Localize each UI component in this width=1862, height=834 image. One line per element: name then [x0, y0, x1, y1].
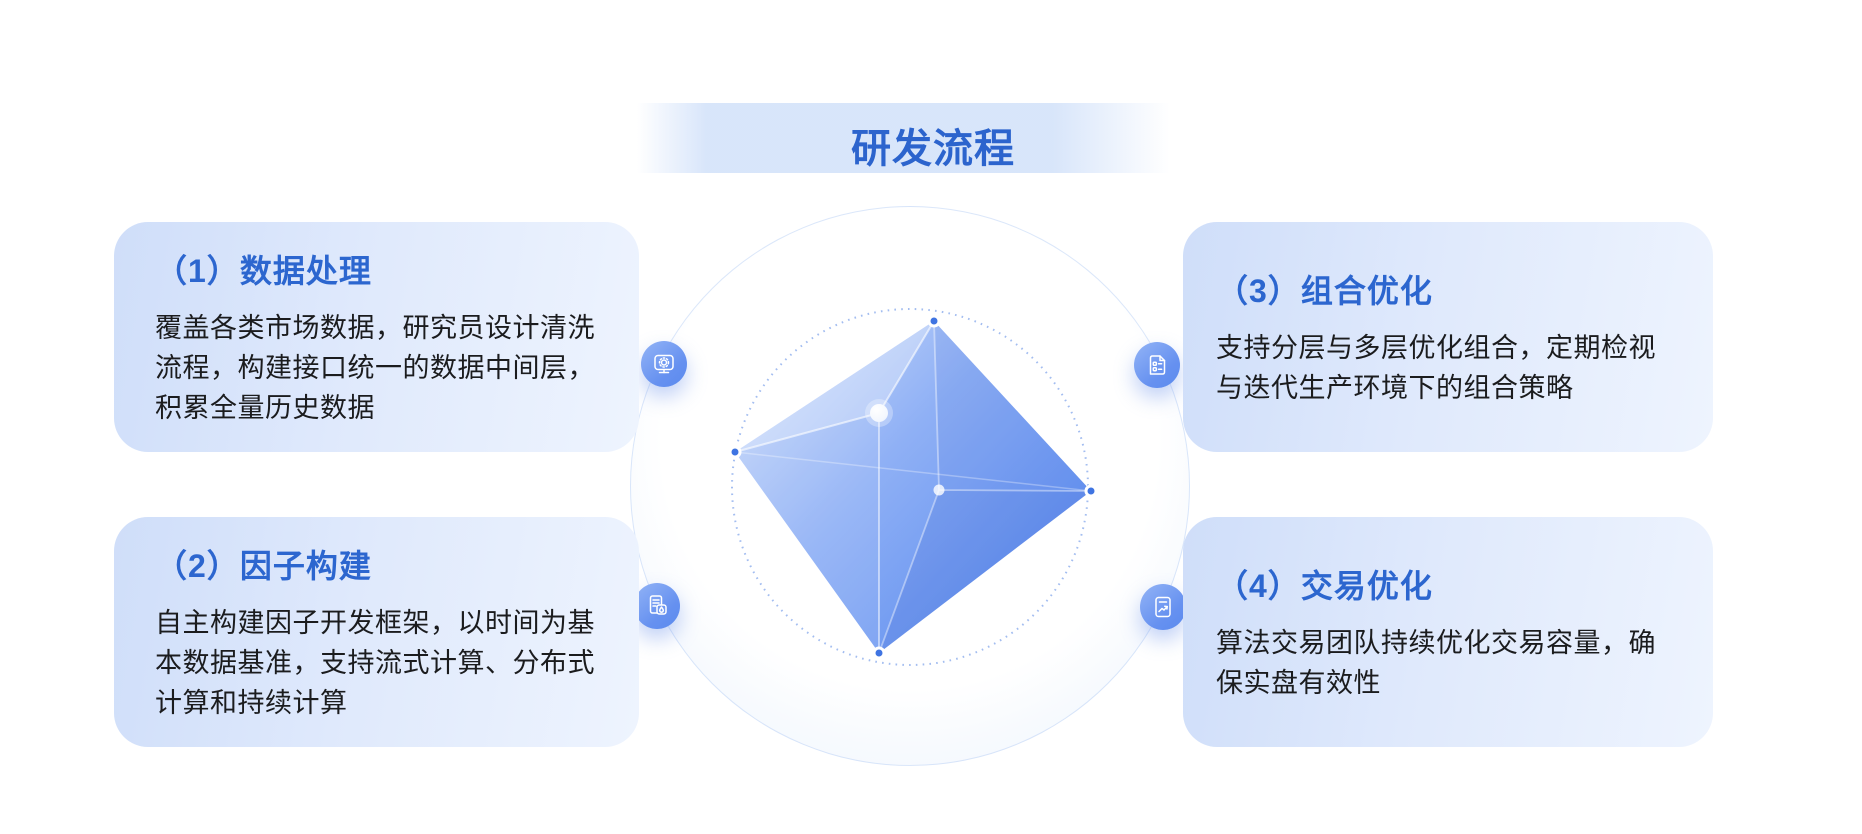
card-heading: （1）数据处理: [155, 246, 609, 292]
center-ball: [933, 484, 945, 496]
card-title: 组合优化: [1300, 273, 1433, 309]
document-drop-icon: [649, 595, 667, 615]
monitor-gear-icon: [654, 354, 674, 374]
card-factor-construction: （2）因子构建 自主构建因子开发框架，以时间为基本数据基准，支持流式计算、分布式…: [114, 517, 639, 747]
step1-badge: [641, 341, 687, 387]
card-body: 算法交易团队持续优化交易容量，确保实盘有效性: [1216, 628, 1656, 698]
step2-badge: [634, 583, 680, 629]
card-number: （4）: [1216, 568, 1301, 604]
card-heading: （3）组合优化: [1216, 266, 1683, 312]
vertex-dot-top: [927, 314, 941, 328]
card-number: （1）: [155, 253, 240, 289]
card-title: 数据处理: [239, 253, 372, 289]
card-data-processing: （1）数据处理 覆盖各类市场数据，研究员设计清洗流程，构建接口统一的数据中间层，…: [114, 222, 639, 452]
vertex-dot-left: [728, 445, 742, 459]
card-title: 因子构建: [239, 548, 372, 584]
vertex-dot-right: [1084, 484, 1098, 498]
card-number: （2）: [155, 548, 240, 584]
card-body: 自主构建因子开发框架，以时间为基本数据基准，支持流式计算、分布式计算和持续计算: [155, 608, 595, 718]
card-title: 交易优化: [1300, 568, 1433, 604]
apex-ball: [870, 404, 888, 422]
card-trading-optimization: （4）交易优化 算法交易团队持续优化交易容量，确保实盘有效性: [1183, 517, 1713, 747]
ledger-icon: [1149, 355, 1166, 375]
card-body: 支持分层与多层优化组合，定期检视与迭代生产环境下的组合策略: [1216, 333, 1656, 403]
card-number: （3）: [1216, 273, 1301, 309]
document-trend-icon: [1155, 596, 1171, 618]
card-body: 覆盖各类市场数据，研究员设计清洗流程，构建接口统一的数据中间层，积累全量历史数据: [155, 313, 595, 423]
diamond-body: [735, 321, 1091, 653]
step3-badge: [1134, 342, 1180, 388]
card-heading: （2）因子构建: [155, 541, 609, 587]
title-banner: [637, 103, 1170, 173]
card-portfolio-optimization: （3）组合优化 支持分层与多层优化组合，定期检视与迭代生产环境下的组合策略: [1183, 222, 1713, 452]
step4-badge: [1140, 584, 1186, 630]
card-heading: （4）交易优化: [1216, 561, 1683, 607]
vertex-dot-bottom: [872, 646, 886, 660]
page-title: 研发流程: [851, 127, 1015, 171]
octahedron-diagram: [728, 308, 1098, 666]
